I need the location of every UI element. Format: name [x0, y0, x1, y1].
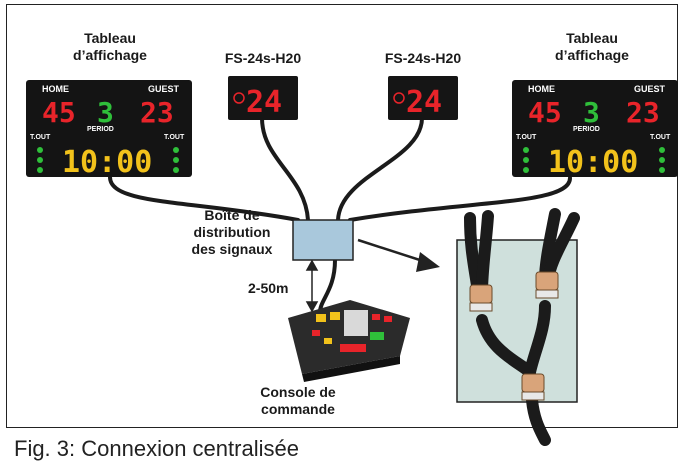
- period-value: 3: [97, 96, 114, 129]
- cable-scoreboard-right: [348, 176, 572, 222]
- home-label: HOME: [42, 84, 69, 94]
- shotclock-right: 24: [388, 76, 458, 120]
- home-score: 45: [528, 96, 562, 129]
- scoreboard-left: HOME GUEST 45 3 23 PERIOD T.OUT T.OUT 10…: [26, 80, 192, 180]
- game-time: 10:00: [548, 145, 638, 180]
- label-console: Console de commande: [260, 384, 336, 417]
- period-label: PERIOD: [87, 126, 114, 133]
- control-console: [288, 300, 410, 382]
- cable-shotclock-left: [260, 116, 310, 222]
- diagram-frame: [6, 4, 678, 428]
- label-distance: 2-50m: [248, 280, 289, 296]
- shotclock-left: 24: [228, 76, 298, 120]
- guest-label: GUEST: [148, 84, 180, 94]
- tout-left-label: T.OUT: [516, 134, 537, 141]
- cables: [108, 116, 572, 314]
- cable-detail-panel: [456, 208, 580, 446]
- scoreboard-right: HOME GUEST 45 3 23 PERIOD T.OUT T.OUT 10…: [512, 80, 678, 180]
- home-score: 45: [42, 96, 76, 129]
- tout-right-label: T.OUT: [650, 134, 671, 141]
- figure-caption: Fig. 3: Connexion centralisée: [14, 436, 299, 461]
- cable-shotclock-right: [336, 116, 424, 222]
- guest-label: GUEST: [634, 84, 666, 94]
- home-label: HOME: [528, 84, 555, 94]
- distribution-box: [292, 219, 354, 261]
- label-shotclock-left: FS-24s-H20: [224, 50, 302, 66]
- label-distribution-box: Boîte de distribution des signaux: [191, 207, 273, 257]
- shotclock-value: 24: [246, 85, 282, 120]
- distance-arrow: [305, 259, 319, 313]
- period-value: 3: [583, 96, 600, 129]
- cable-scoreboard-left: [108, 175, 300, 222]
- guest-score: 23: [140, 96, 174, 129]
- shotclock-value: 24: [406, 85, 442, 120]
- label-shotclock-right: FS-24s-H20: [384, 50, 462, 66]
- detail-arrow: [357, 238, 440, 272]
- tout-right-label: T.OUT: [164, 134, 185, 141]
- label-scoreboard-left: Tableau d’affichage: [73, 30, 147, 63]
- label-scoreboard-right: Tableau d’affichage: [555, 30, 629, 63]
- period-label: PERIOD: [573, 126, 600, 133]
- tout-left-label: T.OUT: [30, 134, 51, 141]
- game-time: 10:00: [62, 145, 152, 180]
- cable-console: [318, 258, 337, 314]
- guest-score: 23: [626, 96, 660, 129]
